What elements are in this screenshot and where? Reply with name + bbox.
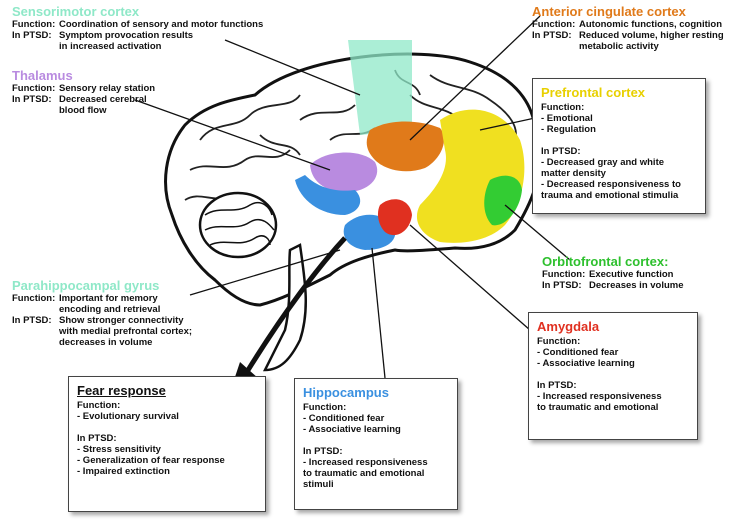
parahippocampal-ptsd-value: Show stronger connectivity with medial p… [59,315,193,348]
orbitofrontal-function-key: Function: [542,269,586,280]
hippocampus-function-header: Function: [303,402,347,413]
thalamus-title: Thalamus [12,68,73,83]
prefrontal-function-items: - Emotional - Regulation [541,113,596,135]
sensorimotor-label: Sensorimotor cortex Function:Coordinatio… [12,4,263,52]
hippocampus-ptsd-header: In PTSD: [303,446,343,457]
amygdala-region [377,199,412,236]
prefrontal-ptsd-items: - Decreased gray and white matter densit… [541,157,681,201]
thalamus-function-key: Function: [12,83,56,94]
sensorimotor-function-value: Coordination of sensory and motor functi… [59,19,264,30]
anterior-cingulate-function-value: Autonomic functions, cognition [579,19,723,30]
prefrontal-ptsd-header: In PTSD: [541,146,581,157]
sensorimotor-region [348,40,412,135]
hippocampus-title: Hippocampus [303,385,389,400]
amygdala-function-items: - Conditioned fear - Associative learnin… [537,347,635,369]
prefrontal-title: Prefrontal cortex [541,85,646,100]
fear-arrow [242,236,347,377]
fear-function-items: - Evolutionary survival [77,411,179,422]
hippocampus-function-items: - Conditioned fear - Associative learnin… [303,413,401,435]
anterior-cingulate-ptsd-value: Reduced volume, higher resting metabolic… [579,30,724,52]
fear-ptsd-header: In PTSD: [77,433,117,444]
parahippocampal-label: Parahippocampal gyrus Function:Important… [12,278,192,348]
amygdala-ptsd-header: In PTSD: [537,380,577,391]
thalamus-label: Thalamus Function:Sensory relay station … [12,68,155,116]
sensorimotor-ptsd-key: In PTSD: [12,30,52,41]
orbitofrontal-ptsd-key: In PTSD: [542,280,582,291]
prefrontal-box: Prefrontal cortex Function: - Emotional … [532,78,706,214]
amygdala-ptsd-items: - Increased responsiveness to traumatic … [537,391,662,413]
leader-lines [134,15,571,379]
hippocampus-box: Hippocampus Function: - Conditioned fear… [294,378,458,510]
brainstem [262,243,308,372]
cerebellum-folds [204,201,275,246]
amygdala-function-header: Function: [537,336,581,347]
amygdala-box: Amygdala Function: - Conditioned fear - … [528,312,698,440]
orbitofrontal-region [484,175,522,226]
anterior-cingulate-function-key: Function: [532,19,576,30]
sensorimotor-function-key: Function: [12,19,56,30]
prefrontal-function-header: Function: [541,102,585,113]
midbrain-region [295,175,361,215]
fear-response-box: Fear response Function: - Evolutionary s… [68,376,266,512]
anterior-cingulate-label: Anterior cingulate cortex Function:Auton… [532,4,724,52]
cerebellum [198,191,278,259]
sensorimotor-ptsd-value: Symptom provocation results in increased… [59,30,194,52]
amygdala-title: Amygdala [537,319,600,334]
fear-function-header: Function: [77,400,121,411]
orbitofrontal-ptsd-value: Decreases in volume [589,280,684,291]
thalamus-ptsd-value: Decreased cerebral blood flow [59,94,147,116]
anterior-cingulate-title: Anterior cingulate cortex [532,4,686,19]
anterior-cingulate-ptsd-key: In PTSD: [532,30,572,41]
parahippocampal-function-value: Important for memory encoding and retrie… [59,293,161,315]
hippocampus-ptsd-items: - Increased responsiveness to traumatic … [303,457,428,490]
orbitofrontal-label: Orbitofrontal cortex: Function:Executive… [542,254,684,291]
thalamus-ptsd-key: In PTSD: [12,94,52,105]
parahippocampal-function-key: Function: [12,293,56,304]
sensorimotor-title: Sensorimotor cortex [12,4,140,19]
anterior-cingulate-region [366,121,445,172]
parahippocampal-title: Parahippocampal gyrus [12,278,160,293]
thalamus-function-value: Sensory relay station [59,83,156,94]
fear-ptsd-items: - Stress sensitivity - Generalization of… [77,444,225,477]
orbitofrontal-title: Orbitofrontal cortex: [542,254,669,269]
parahippocampal-ptsd-key: In PTSD: [12,315,52,326]
thalamus-region [310,152,378,193]
fear-response-title: Fear response [77,383,166,398]
orbitofrontal-function-value: Executive function [589,269,674,280]
